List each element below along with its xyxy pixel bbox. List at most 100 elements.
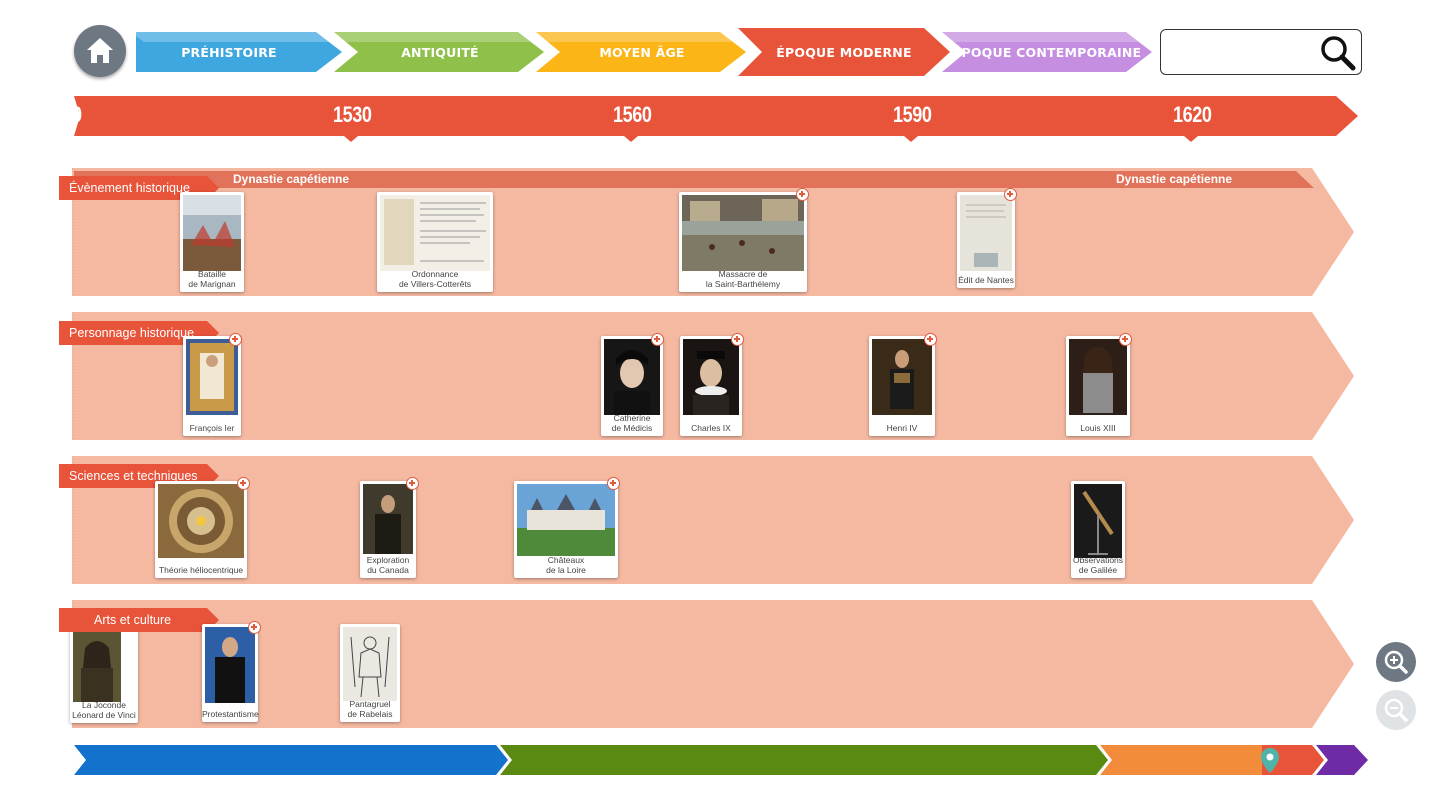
card-bataille-de-marignan[interactable]: Bataille de Marignan xyxy=(180,192,244,292)
card-observations-de-galilee[interactable]: Observations de Galilée xyxy=(1071,481,1125,578)
card-caption: Pantagruel de Rabelais xyxy=(347,699,393,719)
band-label-personnage: Personnage historique xyxy=(59,321,219,345)
card-pantagruel-de-rabelais[interactable]: Pantagruel de Rabelais xyxy=(340,624,400,722)
card-caption: Catherine de Médicis xyxy=(611,413,653,433)
card-catherine-de-medicis[interactable]: Catherine de Médicis xyxy=(601,336,663,436)
card-massacre-saint-barthelemy[interactable]: Massacre de la Saint-Barthélemy xyxy=(679,192,807,292)
card-protestantisme[interactable]: Protestantisme xyxy=(202,624,259,722)
zoom-in-icon xyxy=(1376,642,1416,682)
band-label-text: Personnage historique xyxy=(69,326,195,340)
card-exploration-du-canada[interactable]: Exploration du Canada xyxy=(360,481,416,578)
card-la-joconde[interactable]: La Joconde Léonard de Vinci xyxy=(70,625,138,723)
ruler-tick: 1590 xyxy=(893,102,932,127)
home-button[interactable] xyxy=(74,25,126,77)
overview-segment-antiquite xyxy=(500,745,1108,775)
search-box[interactable] xyxy=(1160,29,1362,75)
card-thumbnail xyxy=(183,195,241,271)
card-caption: Massacre de la Saint-Barthélemy xyxy=(705,269,781,289)
zoom-out-icon xyxy=(1376,690,1416,730)
expand-plus-button[interactable] xyxy=(607,477,620,490)
card-thumbnail xyxy=(73,628,121,702)
zoom-out-button[interactable] xyxy=(1376,690,1416,730)
card-caption: Édit de Nantes xyxy=(958,275,1014,285)
band-label-sciences: Sciences et techniques xyxy=(59,464,219,488)
overview-bar[interactable] xyxy=(72,745,1372,775)
card-francois-ier[interactable]: François Ier xyxy=(183,336,241,436)
card-caption: Charles IX xyxy=(691,423,731,433)
era-label: ANTIQUITÉ xyxy=(401,44,479,60)
card-caption: Châteaux de la Loire xyxy=(546,555,586,575)
card-thumbnail xyxy=(363,484,413,554)
era-label: MOYEN ÂGE xyxy=(599,44,685,60)
era-tab-epoque-contemporaine[interactable]: ÉPOQUE CONTEMPORAINE xyxy=(942,32,1154,72)
expand-plus-button[interactable] xyxy=(731,333,744,346)
card-caption: Protestantisme xyxy=(202,709,259,719)
card-thumbnail xyxy=(517,484,615,556)
card-caption: Henri IV xyxy=(886,423,918,433)
card-thumbnail xyxy=(1069,339,1127,415)
band-sciences-techniques xyxy=(72,456,1362,584)
band-label-text: Arts et culture xyxy=(94,613,172,627)
search-icon[interactable] xyxy=(1319,34,1357,72)
dynasty-label-right: Dynastie capétienne xyxy=(1116,172,1233,186)
card-thumbnail xyxy=(682,195,804,271)
expand-plus-button[interactable] xyxy=(1004,188,1017,201)
card-theorie-heliocentrique[interactable]: Théorie héliocentrique xyxy=(155,481,247,578)
expand-plus-button[interactable] xyxy=(406,477,419,490)
card-caption: François Ier xyxy=(189,423,235,433)
era-tab-moyen-age[interactable]: MOYEN ÂGE xyxy=(536,32,748,72)
card-chateaux-de-la-loire[interactable]: Châteaux de la Loire xyxy=(514,481,618,578)
ruler-tick: 1530 xyxy=(333,102,372,127)
band-arts-culture xyxy=(72,600,1362,728)
card-caption: Louis XIII xyxy=(1080,423,1116,433)
overview-segment-prehistoire xyxy=(74,745,508,775)
card-thumbnail xyxy=(380,195,490,271)
card-thumbnail xyxy=(158,484,244,558)
band-label-evenement: Évènement historique xyxy=(59,176,219,200)
dynasty-label-left: Dynastie capétienne xyxy=(233,172,350,186)
card-thumbnail xyxy=(343,627,397,701)
zoom-in-button[interactable] xyxy=(1376,642,1416,682)
card-thumbnail xyxy=(960,195,1012,271)
expand-plus-button[interactable] xyxy=(248,621,261,634)
expand-plus-button[interactable] xyxy=(229,333,242,346)
timeline-ruler[interactable] xyxy=(74,96,1360,144)
era-label: ÉPOQUE MODERNE xyxy=(776,44,912,60)
card-henri-iv[interactable]: Henri IV xyxy=(869,336,935,436)
search-input[interactable] xyxy=(1169,38,1313,68)
expand-plus-button[interactable] xyxy=(237,477,250,490)
home-icon xyxy=(87,38,113,63)
overview-segment-contemporaine xyxy=(1316,745,1368,775)
card-thumbnail xyxy=(683,339,739,415)
card-caption: Ordonnance de Villers-Cotterêts xyxy=(398,269,472,289)
card-thumbnail xyxy=(604,339,660,415)
era-label: ÉPOQUE CONTEMPORAINE xyxy=(952,44,1142,60)
map-pin-icon xyxy=(1261,748,1279,773)
card-caption: Théorie héliocentrique xyxy=(158,565,244,575)
card-ordonnance-villers-cotterets[interactable]: Ordonnance de Villers-Cotterêts xyxy=(377,192,493,292)
card-thumbnail xyxy=(205,627,255,703)
card-edit-de-nantes[interactable]: Édit de Nantes xyxy=(957,192,1015,288)
era-tab-epoque-moderne[interactable]: ÉPOQUE MODERNE xyxy=(738,28,952,76)
era-tab-prehistoire[interactable]: PRÉHISTOIRE xyxy=(134,32,344,72)
card-caption: Exploration du Canada xyxy=(366,555,410,575)
card-thumbnail xyxy=(1074,484,1122,558)
ruler-tick: 1560 xyxy=(613,102,652,127)
card-louis-xiii[interactable]: Louis XIII xyxy=(1066,336,1130,436)
card-caption: Bataille de Marignan xyxy=(188,269,236,289)
card-thumbnail xyxy=(872,339,932,415)
ruler-tick: 1620 xyxy=(1173,102,1212,127)
ruler-edge-label: 0 xyxy=(72,102,82,127)
expand-plus-button[interactable] xyxy=(651,333,664,346)
dynasty-strip xyxy=(74,171,1314,188)
era-tab-antiquite[interactable]: ANTIQUITÉ xyxy=(334,32,546,72)
card-caption: La Joconde Léonard de Vinci xyxy=(72,700,136,720)
card-charles-ix[interactable]: Charles IX xyxy=(680,336,742,436)
card-thumbnail xyxy=(186,339,238,415)
expand-plus-button[interactable] xyxy=(796,188,809,201)
card-caption: Observations de Galilée xyxy=(1072,555,1124,575)
expand-plus-button[interactable] xyxy=(924,333,937,346)
expand-plus-button[interactable] xyxy=(1119,333,1132,346)
band-label-arts: Arts et culture xyxy=(59,608,244,632)
era-label: PRÉHISTOIRE xyxy=(181,44,277,60)
